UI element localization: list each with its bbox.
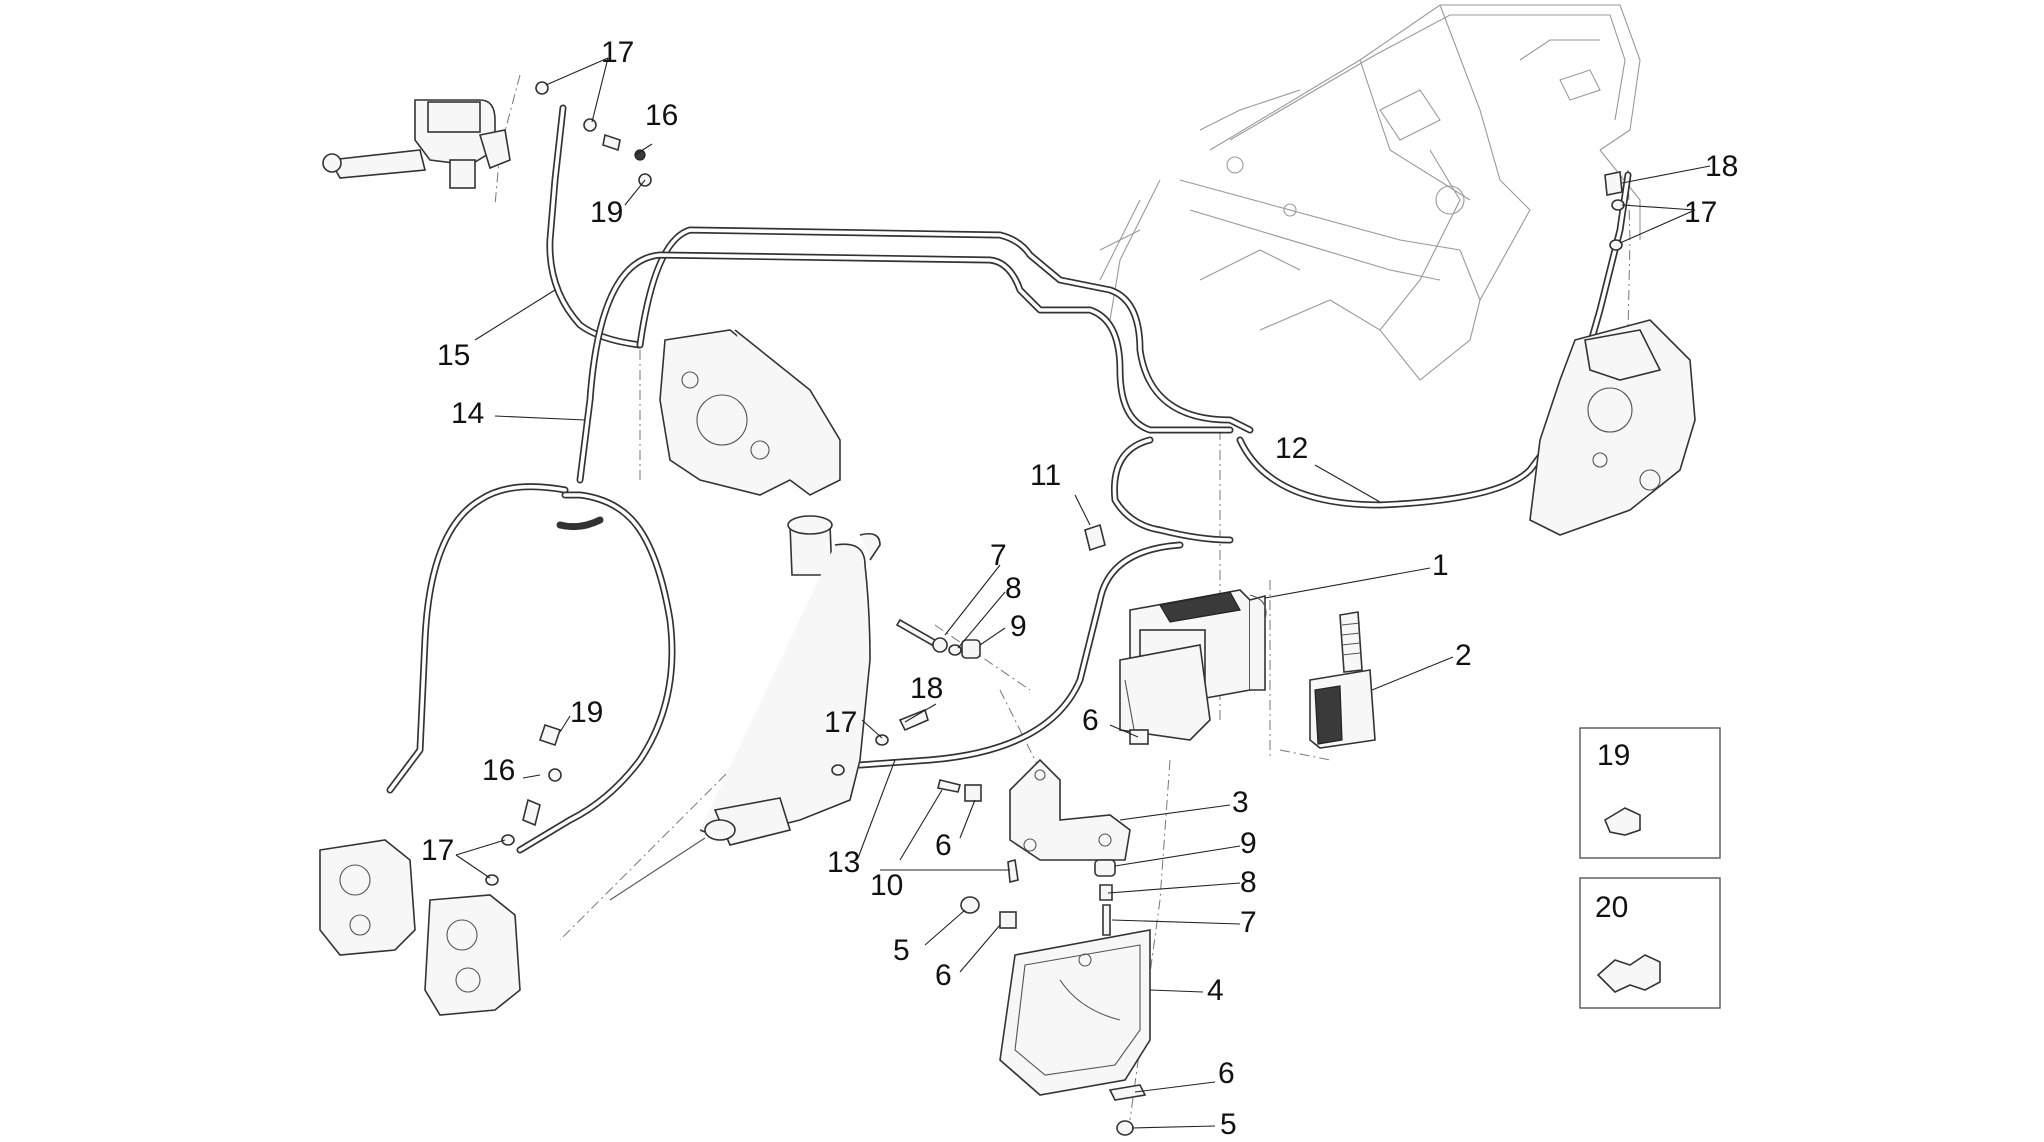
callout-17: 17 [601,36,634,69]
callout-3: 3 [1232,786,1249,819]
callout-9: 9 [1010,610,1027,643]
callout-7: 7 [990,539,1007,572]
rear-brake-reservoir [609,515,881,901]
callout-5: 5 [893,934,910,967]
callout-17: 17 [1684,196,1717,229]
front-master-cylinder [322,99,511,189]
detail-box-20-label: 20 [1595,891,1628,924]
callout-16: 16 [645,99,678,132]
brake-pipes [386,104,1632,854]
callout-10: 10 [870,869,903,902]
detail-box-19-label: 19 [1597,739,1630,772]
abs-support-bracket [1009,758,1131,861]
callout-17: 17 [824,706,857,739]
callout-19: 19 [570,696,603,729]
callout-7: 7 [1240,906,1257,939]
callout-5: 5 [1220,1108,1237,1141]
motorcycle-frame [1099,4,1641,381]
callout-1: 1 [1432,549,1449,582]
rear-caliper [1529,319,1696,536]
abs-modulator-unit [1119,589,1267,741]
callout-labels: 1 2 3 4 5 5 6 6 6 6 7 7 8 8 9 9 10 11 12… [421,36,1738,1141]
callout-6: 6 [935,829,952,862]
fasteners [485,81,1625,1136]
footrest-bracket [659,329,841,496]
leader-lines [455,57,1711,1129]
callout-18: 18 [910,672,943,705]
callout-12: 12 [1275,432,1308,465]
callout-2: 2 [1455,639,1472,672]
abs-lower-cover [999,929,1151,1096]
callout-16: 16 [482,754,515,787]
callout-4: 4 [1207,974,1224,1007]
callout-6: 6 [1218,1057,1235,1090]
callout-19: 19 [590,196,623,229]
callout-9: 9 [1240,827,1257,860]
callout-14: 14 [451,397,484,430]
callout-18: 18 [1705,150,1738,183]
callout-15: 15 [437,339,470,372]
callout-6: 6 [935,959,952,992]
callout-11: 11 [1030,459,1061,492]
detail-box-19: 19 [1579,727,1721,859]
callout-6: 6 [1082,704,1099,737]
callout-17: 17 [421,834,454,867]
callout-8: 8 [1005,572,1022,605]
callout-8: 8 [1240,866,1257,899]
abs-connector [1309,611,1376,749]
callout-13: 13 [827,846,860,879]
detail-box-20: 20 [1579,877,1721,1009]
front-left-caliper [319,839,521,1016]
